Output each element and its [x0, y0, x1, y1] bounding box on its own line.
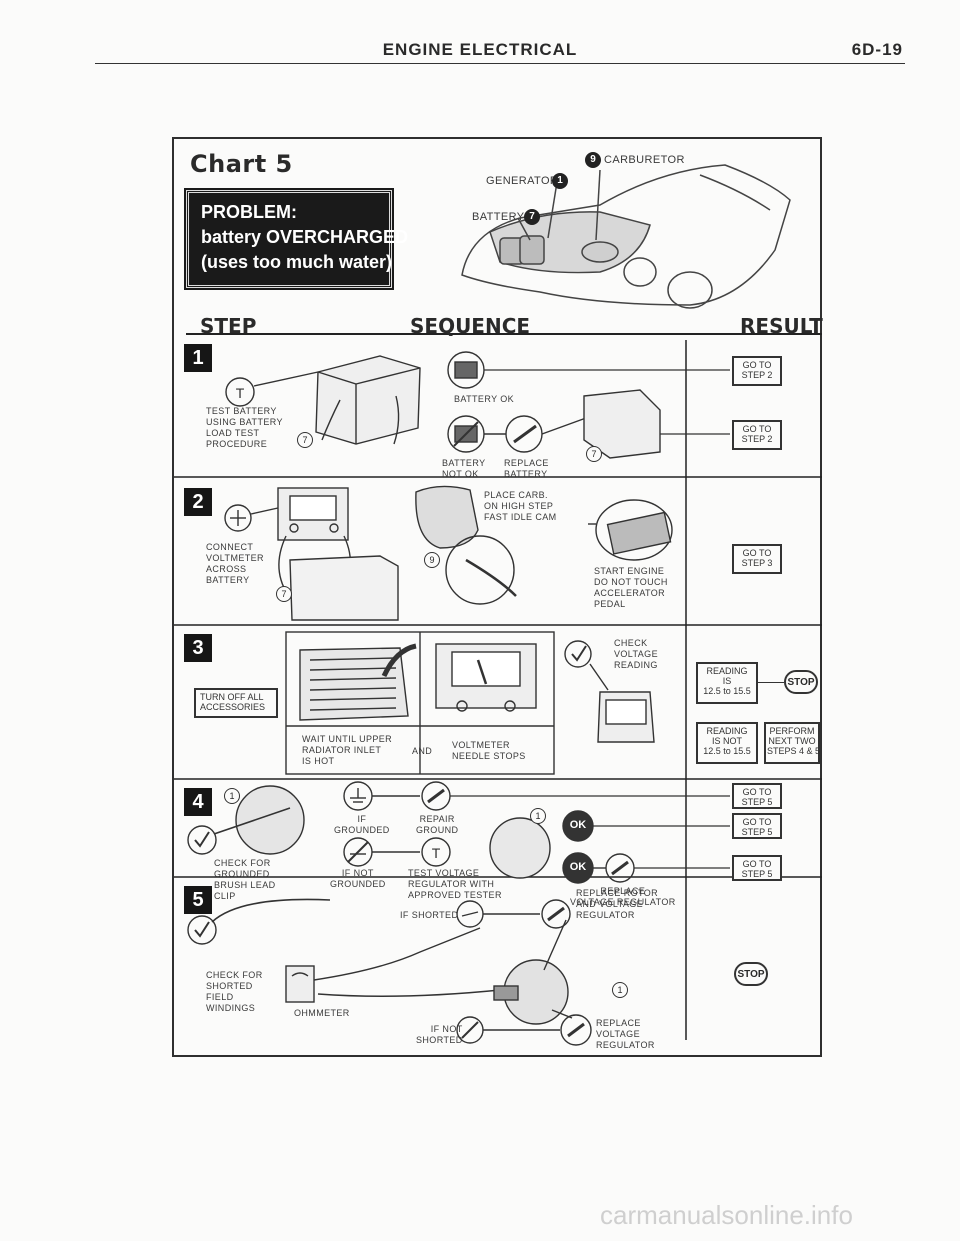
problem-box: PROBLEM: battery OVERCHARGED (uses too m… — [186, 190, 392, 288]
column-result: RESULT — [740, 314, 823, 338]
problem-line-2: battery OVERCHARGED — [201, 225, 377, 250]
step2-ignition-illustration — [588, 500, 672, 560]
step1-ref-b: 7 — [586, 446, 602, 462]
step-5-number: 5 — [184, 886, 212, 914]
battery-num: 7 — [524, 209, 540, 225]
step-1-number: 1 — [184, 344, 212, 372]
column-step: STEP — [200, 314, 256, 338]
svg-text:T: T — [236, 385, 245, 401]
step-3-number: 3 — [184, 634, 212, 662]
check-grounded-icon — [188, 826, 216, 854]
column-sequence: SEQUENCE — [410, 314, 530, 338]
step2-ref-battery: 7 — [276, 586, 292, 602]
carburetor-label: CARBURETOR — [604, 155, 685, 166]
ohmmeter-label: OHMMETER — [294, 1008, 350, 1019]
step5-ref: 1 — [612, 982, 628, 998]
step1-ref: 7 — [297, 432, 313, 448]
generator-num: 1 — [552, 173, 568, 189]
if-shorted-label: IF SHORTED — [400, 910, 458, 921]
problem-line-1: PROBLEM: — [201, 200, 377, 225]
battery-label: BATTERY — [472, 212, 525, 223]
check-shorted-icon — [188, 916, 216, 944]
stop-sign-step3: STOP — [784, 670, 818, 694]
check-icon — [565, 641, 591, 667]
reading-is-connector — [758, 682, 784, 683]
chart-title: Chart 5 — [190, 150, 293, 178]
and-label: AND — [412, 746, 432, 757]
step-2-number: 2 — [184, 488, 212, 516]
ok-label-b: OK — [565, 861, 591, 873]
step4-ref-b: 1 — [530, 808, 546, 824]
svg-text:T: T — [432, 845, 441, 861]
step2-ref-carb: 9 — [424, 552, 440, 568]
ok-label-a: OK — [565, 819, 591, 831]
step1-flow — [448, 352, 730, 458]
stop-sign-step5: STOP — [734, 962, 768, 986]
carburetor-num: 9 — [585, 152, 601, 168]
watermark: carmanualsonline.info — [600, 1200, 853, 1231]
step-4-number: 4 — [184, 788, 212, 816]
problem-line-3: (uses too much water) — [201, 250, 377, 275]
generator-label: GENERATOR — [486, 176, 558, 187]
step4-ref: 1 — [224, 788, 240, 804]
battery-ok-label: BATTERY OK — [454, 394, 514, 405]
